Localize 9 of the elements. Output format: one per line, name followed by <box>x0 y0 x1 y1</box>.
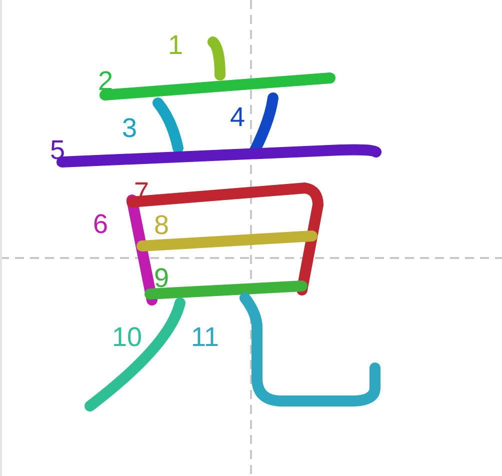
stroke-number: 11 <box>191 324 220 351</box>
stroke-number: 2 <box>98 68 114 95</box>
stroke-number: 4 <box>230 104 246 131</box>
stroke-number: 10 <box>112 324 142 351</box>
stroke-number: 9 <box>154 265 170 292</box>
stroke-number: 6 <box>93 211 108 238</box>
stroke-number: 3 <box>122 115 138 142</box>
stroke-number: 8 <box>154 212 170 239</box>
stroke-number: 1 <box>168 32 184 59</box>
